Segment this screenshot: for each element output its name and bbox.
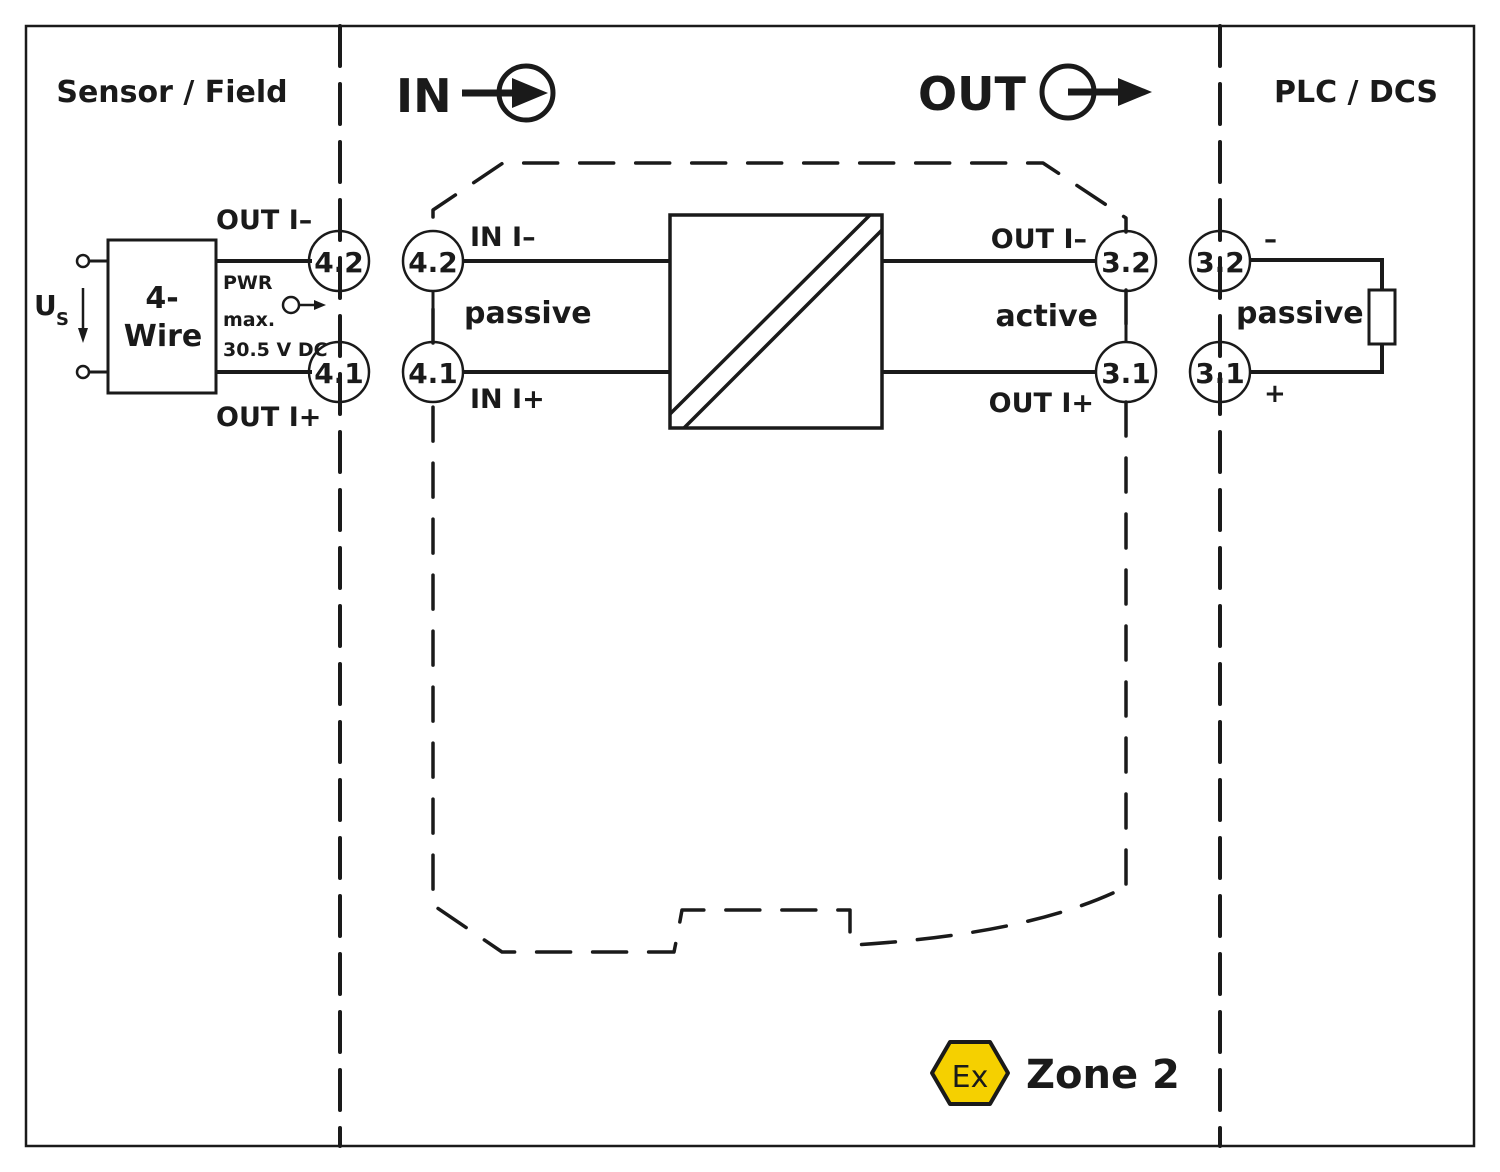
in-header-label: IN xyxy=(396,69,452,123)
module-terminal-out-3-1: 3.1 xyxy=(1094,340,1158,404)
pwr-max-label: max. xyxy=(223,309,275,331)
plc-load-wiring xyxy=(1250,258,1384,374)
outer-frame xyxy=(24,24,1476,1148)
zone-title-plc-dcs: PLC / DCS xyxy=(1274,75,1438,110)
module-terminal-in-4-2: 4.2 xyxy=(401,229,465,293)
field-terminal-4-1: 4.1 xyxy=(307,340,371,404)
module-terminal-in-4-1: 4.1 xyxy=(401,340,465,404)
pwr-label: PWR xyxy=(223,272,273,294)
module-housing-outline xyxy=(431,161,1128,954)
supply-terminal-top xyxy=(75,253,91,269)
output-mode-label: active xyxy=(995,299,1098,334)
svg-text:4.2: 4.2 xyxy=(408,246,458,279)
input-arrow-icon xyxy=(462,63,556,123)
device-label-line1: 4- xyxy=(145,281,178,316)
plc-plus-label: + xyxy=(1264,379,1286,409)
field-out-plus-label: OUT I+ xyxy=(216,402,321,433)
svg-text:4.1: 4.1 xyxy=(314,357,364,390)
plc-mode-label: passive xyxy=(1236,296,1364,331)
module-out-minus-label: OUT I– xyxy=(991,224,1087,255)
svg-text:4.1: 4.1 xyxy=(408,357,458,390)
module-out-plus-label: OUT I+ xyxy=(989,388,1094,419)
module-terminal-out-3-2: 3.2 xyxy=(1094,229,1158,293)
output-arrow-icon xyxy=(1039,63,1152,121)
svg-text:4.2: 4.2 xyxy=(314,246,364,279)
supply-voltage-label: U xyxy=(34,289,57,322)
four-wire-transmitter: 4- Wire xyxy=(106,238,218,395)
supply-voltage-subscript: S xyxy=(56,309,69,330)
pwr-voltage-label: 30.5 V DC xyxy=(223,339,328,361)
power-output-icon xyxy=(281,295,326,315)
svg-text:3.1: 3.1 xyxy=(1195,357,1245,390)
in-minus-label: IN I– xyxy=(470,222,536,253)
input-mode-label: passive xyxy=(464,296,592,331)
voltage-direction-arrow-icon xyxy=(78,288,88,343)
svg-text:3.2: 3.2 xyxy=(1195,246,1245,279)
plc-minus-label: – xyxy=(1264,225,1277,255)
device-label-line2: Wire xyxy=(124,319,203,354)
zone-title-sensor-field: Sensor / Field xyxy=(56,75,287,110)
ex-hazard-icon: Ex xyxy=(930,1040,1010,1106)
svg-text:3.1: 3.1 xyxy=(1101,357,1151,390)
load-resistor-icon xyxy=(1367,288,1397,346)
field-terminal-4-2: 4.2 xyxy=(307,229,371,293)
out-header-label: OUT xyxy=(918,67,1026,121)
signal-converter-block xyxy=(668,213,884,430)
field-out-minus-label: OUT I– xyxy=(216,205,312,236)
in-plus-label: IN I+ xyxy=(470,384,545,415)
svg-text:Ex: Ex xyxy=(952,1060,989,1095)
supply-terminal-bottom xyxy=(75,364,91,380)
svg-text:3.2: 3.2 xyxy=(1101,246,1151,279)
zone-label: Zone 2 xyxy=(1026,1052,1180,1098)
